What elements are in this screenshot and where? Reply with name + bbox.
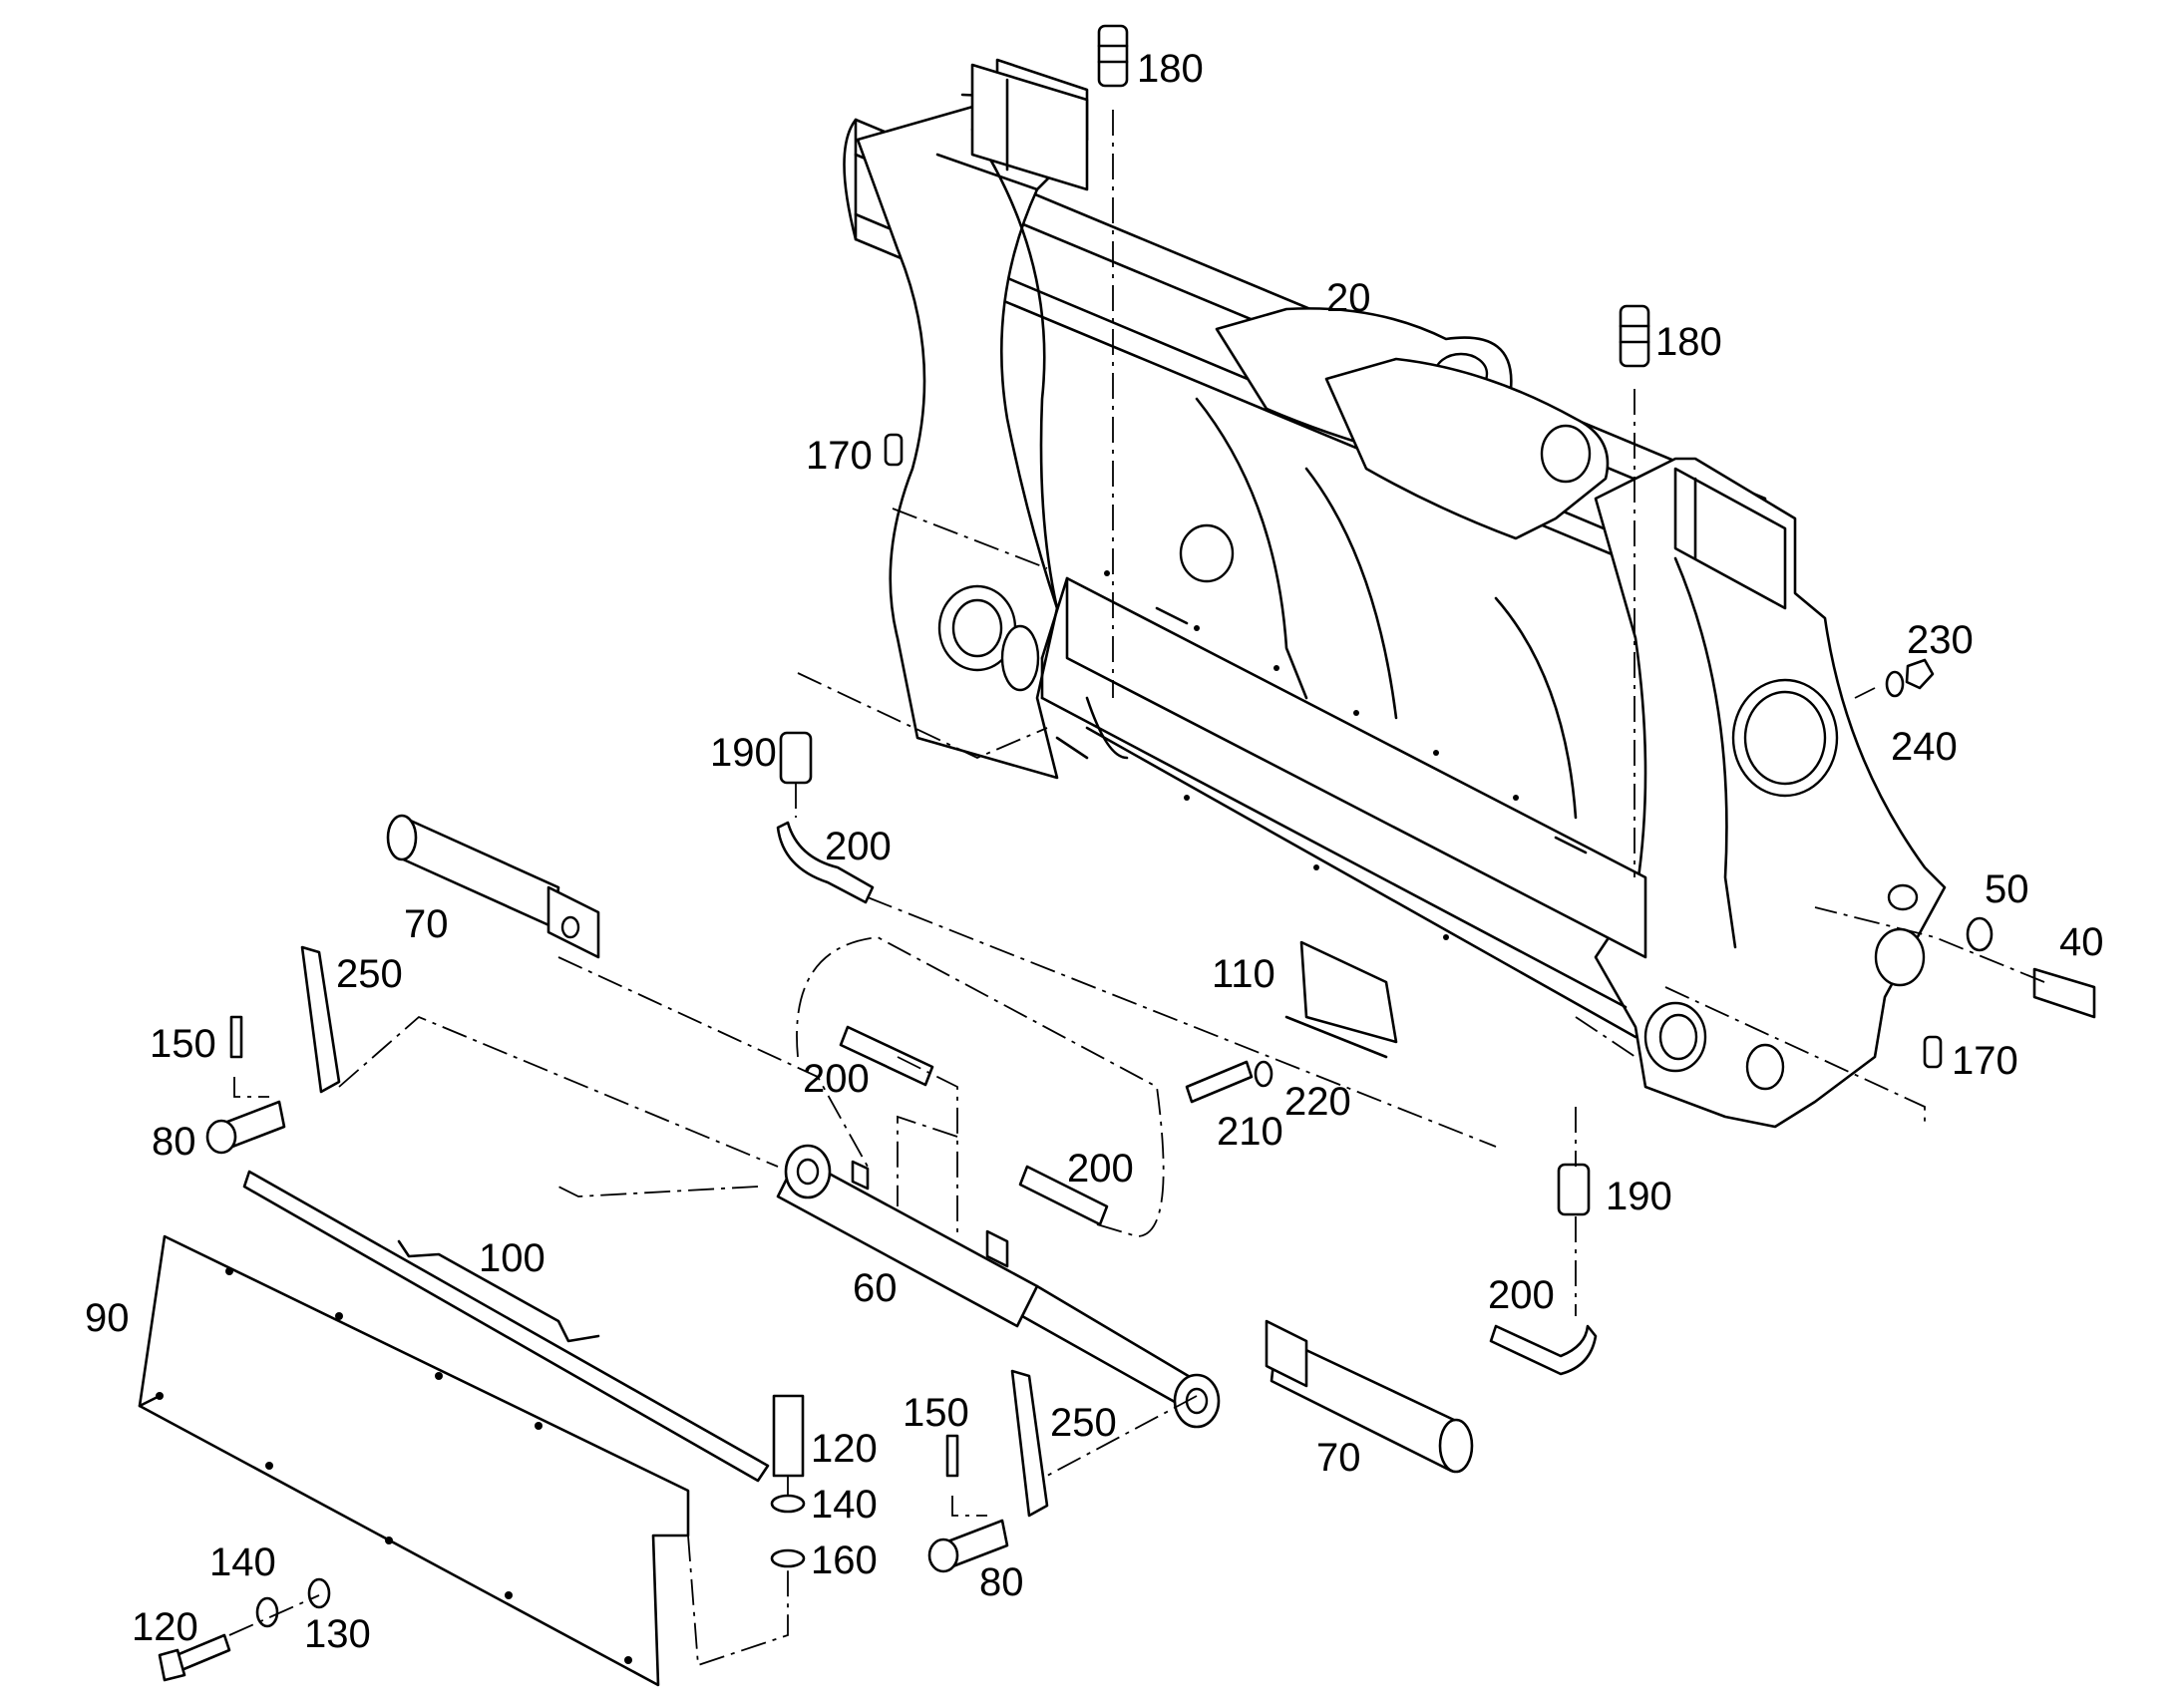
spring-pin-150-right	[945, 1434, 959, 1478]
bolt-120-right	[772, 1394, 805, 1478]
callout-180: 180	[1655, 320, 1722, 364]
grease-fitting-170-a	[884, 433, 904, 467]
hose-200-d	[1489, 1324, 1598, 1376]
callout-60: 60	[853, 1266, 898, 1310]
callout-200: 200	[1488, 1273, 1555, 1317]
callout-130: 130	[304, 1612, 371, 1656]
callout-40: 40	[2059, 920, 2104, 964]
hydraulic-cylinder	[776, 1144, 1221, 1429]
grease-fitting-170-b	[1923, 1035, 1943, 1069]
washer-140-right	[770, 1494, 806, 1514]
callout-210: 210	[1217, 1110, 1283, 1154]
callout-240: 240	[1891, 725, 1958, 769]
callout-80: 80	[979, 1560, 1024, 1604]
washer-130	[307, 1577, 331, 1609]
hose-200-a	[776, 821, 875, 904]
hose-200-b	[839, 1025, 934, 1087]
pin-70-right	[1265, 1319, 1474, 1474]
washer-50	[1966, 916, 1994, 952]
bolt-120-left	[158, 1633, 231, 1682]
pin-80-left	[205, 1100, 286, 1155]
callout-70: 70	[1316, 1436, 1361, 1480]
pin-80-right	[927, 1519, 1009, 1573]
callout-80: 80	[152, 1120, 196, 1164]
washer-140-left	[255, 1596, 279, 1628]
bracket-110	[1284, 940, 1398, 1059]
nut-230	[1905, 658, 1935, 690]
pin-70-left	[386, 814, 600, 959]
callout-220: 220	[1284, 1080, 1351, 1124]
lock-plate-250-left	[300, 945, 341, 1094]
callout-150: 150	[150, 1022, 216, 1066]
callout-250: 250	[336, 952, 403, 996]
spring-pin-150-left	[229, 1015, 243, 1059]
callout-70: 70	[404, 902, 449, 946]
callout-140: 140	[209, 1540, 276, 1584]
washer-240	[1885, 670, 1905, 698]
callout-200: 200	[803, 1057, 870, 1101]
washer-220	[1254, 1060, 1273, 1088]
callout-140: 140	[811, 1483, 878, 1527]
callout-180: 180	[1137, 47, 1204, 91]
quick-coupler-frame	[843, 58, 1947, 1129]
callout-190: 190	[710, 731, 777, 775]
callout-100: 100	[479, 1236, 545, 1280]
callout-200: 200	[825, 825, 892, 868]
callout-190: 190	[1606, 1175, 1672, 1218]
assembly-lines	[228, 110, 2045, 1667]
callout-50: 50	[1985, 867, 2029, 911]
bolt-210	[1185, 1060, 1254, 1104]
callout-230: 230	[1907, 618, 1974, 662]
adapter-190-b	[1557, 1163, 1591, 1216]
callout-170: 170	[806, 434, 873, 478]
callout-120: 120	[132, 1605, 198, 1649]
grease-nipple-180-b	[1619, 304, 1650, 368]
callout-170: 170	[1952, 1039, 2018, 1083]
callout-90: 90	[85, 1296, 130, 1340]
lock-plate-250-right	[1010, 1369, 1049, 1518]
callout-120: 120	[811, 1427, 878, 1471]
washer-160	[770, 1548, 806, 1568]
callout-150: 150	[903, 1391, 969, 1435]
cover-plate-90	[138, 1234, 690, 1687]
strip-plate-100	[242, 1170, 770, 1483]
adapter-190-a	[779, 731, 813, 785]
callout-20: 20	[1326, 276, 1371, 320]
callout-labels: 180 20 180 170 230 240 190 200 70 250 11…	[85, 47, 2104, 1656]
callout-200: 200	[1067, 1147, 1134, 1191]
callout-110: 110	[1212, 952, 1275, 996]
bolt-40	[2032, 967, 2096, 1019]
callout-250: 250	[1050, 1401, 1117, 1445]
grease-nipple-180-a	[1097, 24, 1129, 88]
callout-160: 160	[811, 1538, 878, 1582]
